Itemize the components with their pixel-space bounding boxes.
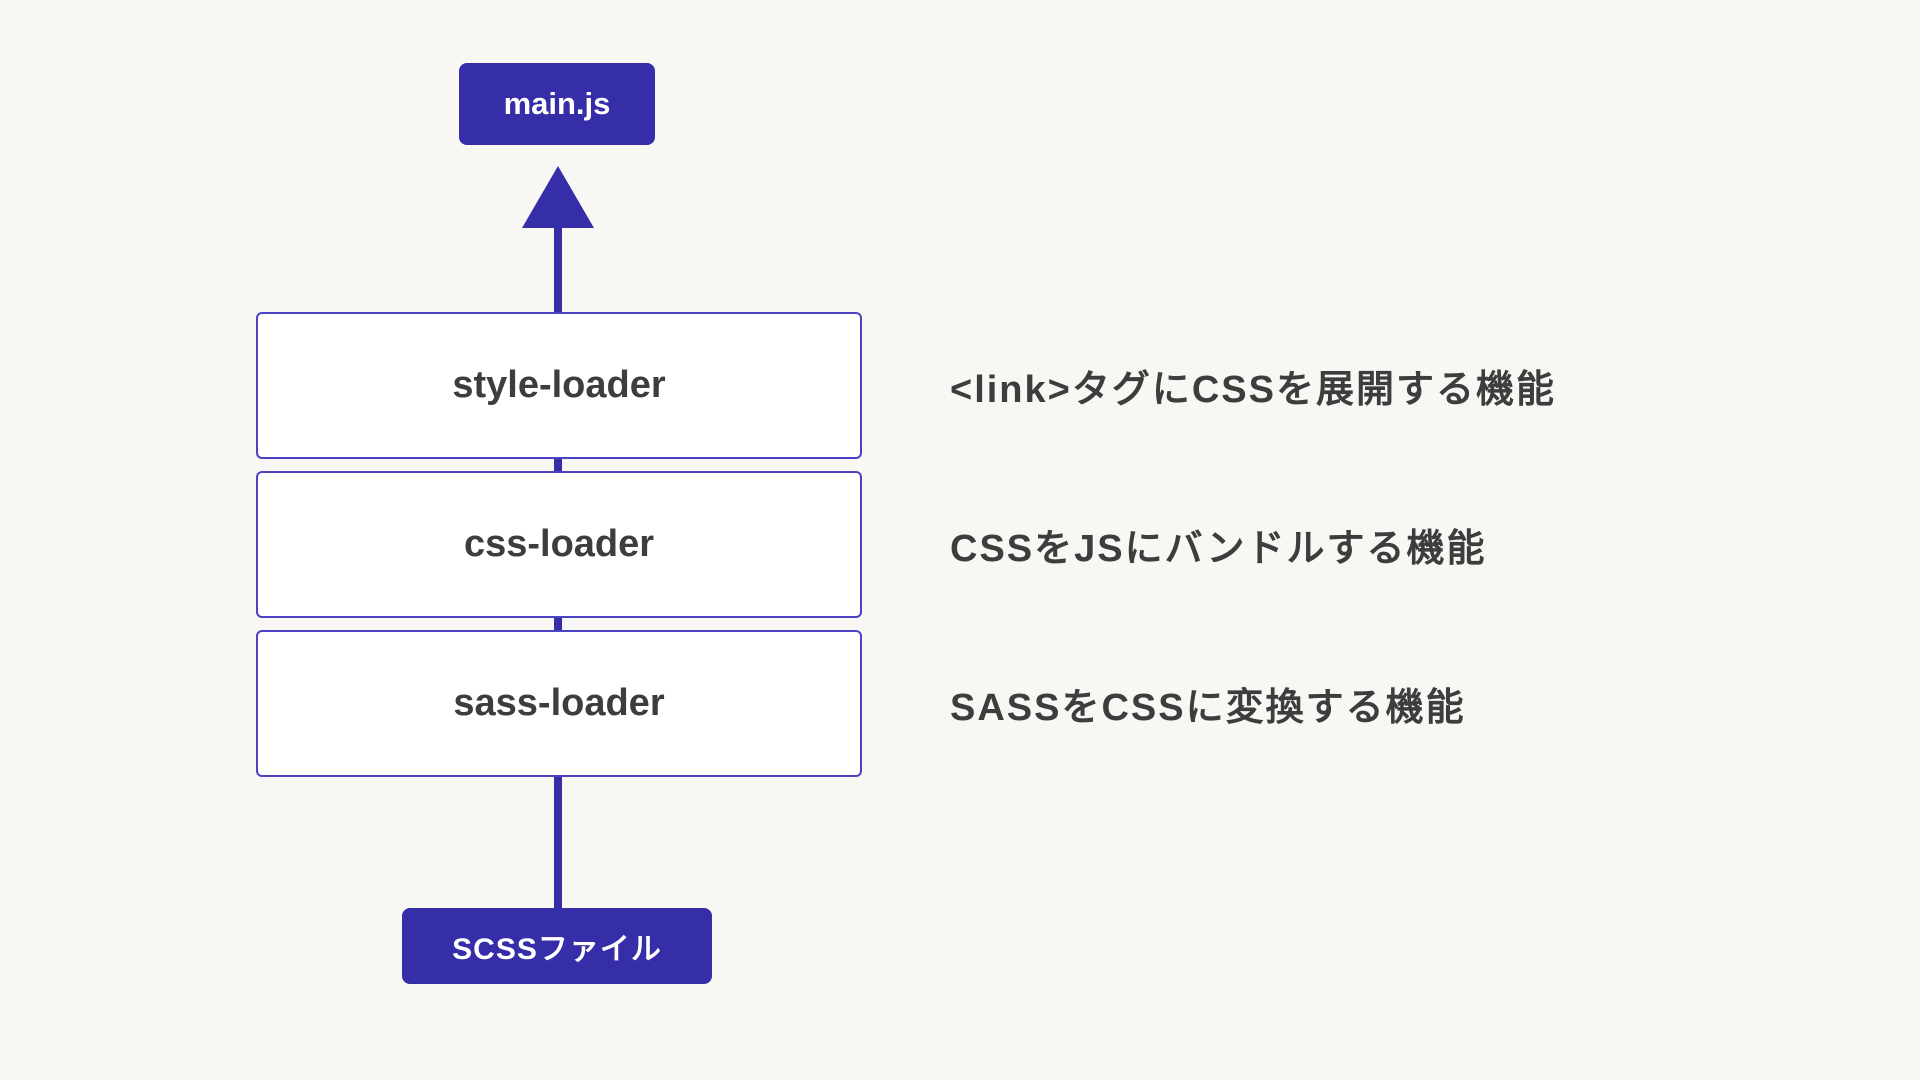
input-node-label: SCSSファイル [452, 933, 662, 966]
annotation-text: <link>タグにCSSを展開する機能 [950, 369, 1556, 411]
input-node-scss-file: SCSSファイル [402, 908, 712, 984]
output-node-label: main.js [503, 86, 611, 121]
annotation-style-loader: <link>タグにCSSを展開する機能 [950, 312, 1830, 459]
loader-box-label: style-loader [452, 364, 666, 406]
loader-box-label: sass-loader [453, 682, 665, 724]
loader-box-sass-loader: sass-loader [256, 630, 862, 777]
loader-box-label: css-loader [463, 523, 655, 565]
loader-box-css-loader: css-loader [256, 471, 862, 618]
annotation-text: SASSをCSSに変換する機能 [950, 687, 1466, 729]
loader-box-style-loader: style-loader [256, 312, 862, 459]
arrow-up-icon [522, 166, 594, 228]
annotation-sass-loader: SASSをCSSに変換する機能 [950, 630, 1830, 777]
annotation-text: CSSをJSにバンドルする機能 [950, 528, 1487, 570]
output-node-mainjs: main.js [459, 63, 655, 145]
annotation-css-loader: CSSをJSにバンドルする機能 [950, 471, 1830, 618]
